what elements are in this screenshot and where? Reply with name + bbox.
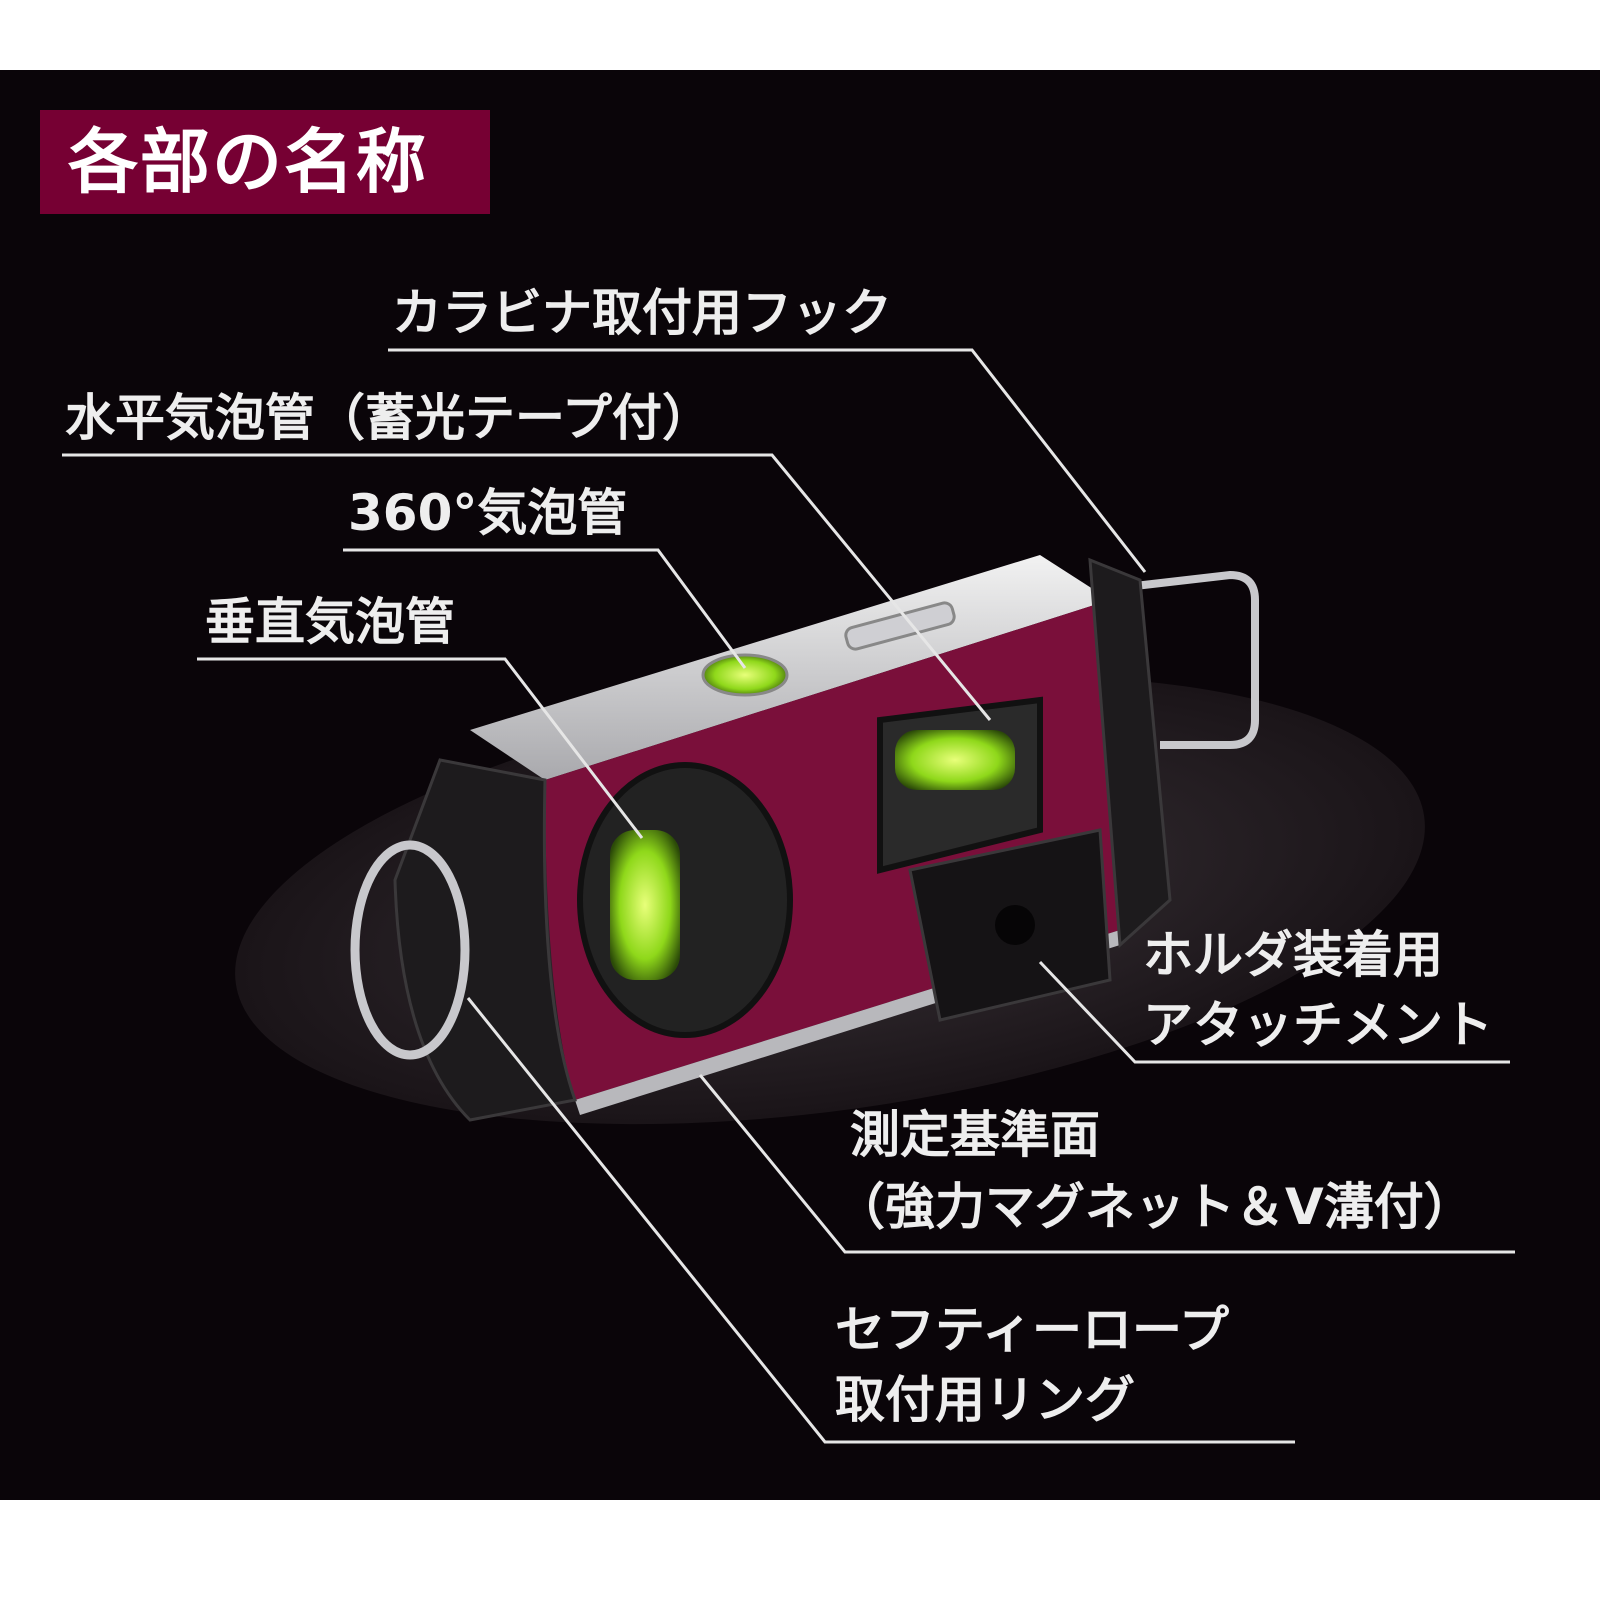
label-measuring-surface-line1: 測定基準面 bbox=[850, 1106, 1100, 1164]
leader-horizontal-vial bbox=[62, 453, 992, 721]
label-horizontal-vial: 水平気泡管（蓄光テープ付） bbox=[65, 389, 712, 447]
label-safety-ring-line1: セフティーロープ bbox=[835, 1301, 1229, 1359]
leader-safety-ring bbox=[466, 997, 1295, 1444]
horizontal-vial bbox=[895, 730, 1015, 790]
top-slot bbox=[844, 601, 956, 651]
page-title: 各部の名称 bbox=[68, 121, 428, 203]
leader-measuring-surface bbox=[698, 1074, 1515, 1254]
safety-ring bbox=[350, 840, 470, 1060]
leader-vertical-vial bbox=[197, 657, 644, 839]
attachment-screw bbox=[995, 905, 1035, 945]
label-holder-attachment-line1: ホルダ装着用 bbox=[1143, 926, 1443, 984]
label-vertical-vial: 垂直気泡管 bbox=[205, 593, 455, 651]
label-vial-360: 360°気泡管 bbox=[348, 484, 628, 542]
label-carabiner-hook: カラビナ取付用フック bbox=[392, 284, 892, 342]
label-holder-attachment-line2: アタッチメント bbox=[1143, 996, 1493, 1054]
leader-lines bbox=[62, 348, 1515, 1444]
title-box: 各部の名称 bbox=[40, 110, 490, 214]
leader-vial-360 bbox=[343, 548, 747, 669]
leader-holder-attachment bbox=[1038, 960, 1510, 1064]
right-end-cap bbox=[1088, 557, 1172, 949]
carabiner-hook bbox=[1099, 570, 1259, 749]
vial-360 bbox=[701, 653, 789, 697]
vertical-vial bbox=[610, 830, 680, 980]
label-safety-ring-line2: 取付用リング bbox=[835, 1371, 1135, 1429]
leader-carabiner-hook bbox=[388, 348, 1147, 573]
left-end-cap bbox=[393, 758, 577, 1122]
label-measuring-surface-line2: （強力マグネット＆V溝付） bbox=[835, 1178, 1474, 1236]
